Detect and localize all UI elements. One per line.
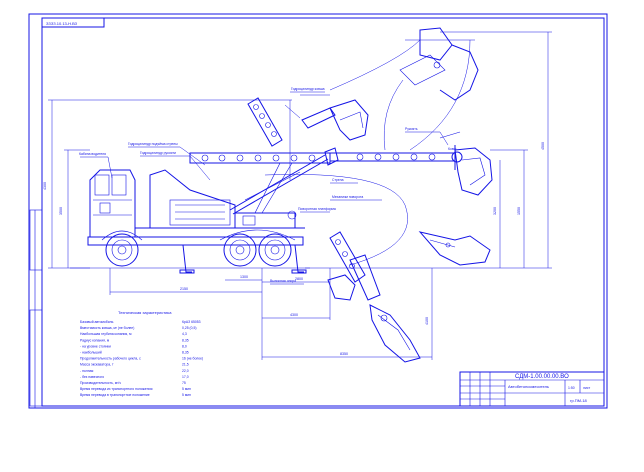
spec-table: Техническая характеристика Базовый автом… <box>80 310 203 397</box>
dim-bottom-mid: 4300 <box>290 313 298 317</box>
spec-row-label: Время перевода из транспортного положени… <box>80 387 153 391</box>
spec-row-value: 21,5 <box>182 363 189 367</box>
spec-row-value: 22,0 <box>182 369 189 373</box>
bucket-top-right <box>399 27 479 101</box>
title-code: СДМ-1.00.00.00.ВО <box>515 374 569 380</box>
dimension-lines <box>48 31 552 360</box>
callout-cylinder-arm: Гидроцилиндр рукояти <box>140 151 176 155</box>
bucket-right-mid <box>418 231 491 266</box>
margin-cell-1 <box>29 209 43 271</box>
callout-arm: Рукоять <box>405 127 418 131</box>
spec-row-value: КрАЗ 65053 <box>182 320 201 324</box>
dim-vertical-lower: 4100 <box>425 317 429 325</box>
spec-row-label: - полная <box>80 369 93 373</box>
spec-row-label: Радиус копания, м <box>80 338 110 342</box>
callout-outrigger: Выносная опора <box>270 279 296 283</box>
spec-row-value: 8,35 <box>182 338 189 342</box>
spec-row-label: - без навесного <box>80 375 104 379</box>
callout-rotator: Поворотная платформа <box>298 207 336 211</box>
stamp-text: ЗЗЗЗ.10.13-Н.ВЗ <box>46 21 78 26</box>
spec-row-value: 4,3 <box>182 332 187 336</box>
title-block: СДМ-1.00.00.00.ВО Автобетоносмеситель 1:… <box>459 371 605 407</box>
spec-row-label: Базовый автомобиль <box>80 320 114 324</box>
spec-row-value: 5 мин <box>182 393 191 397</box>
callout-slew: Механизм поворота <box>332 195 363 199</box>
callout-boom: Стрела <box>332 178 344 182</box>
margin-cell-2 <box>29 309 43 407</box>
spec-row-value: 5 мин <box>182 387 191 391</box>
title-org: гр.ПМ-18 <box>570 398 588 403</box>
title-sheet: лист <box>583 386 591 390</box>
spec-row-label: Вместимость ковша, м³ (не более) <box>80 326 134 330</box>
spec-row-label: - на уровне стоянки <box>80 344 111 348</box>
title-mass: 1:50 <box>568 386 575 390</box>
outer-frame <box>28 13 608 409</box>
spec-row-label: Наибольшая глубина копания, м <box>80 332 132 336</box>
dim-bottom-small: 1300 <box>240 275 248 279</box>
spec-row-value: 75 <box>182 381 186 385</box>
dim-total-height: 4300 <box>43 182 47 190</box>
dim-right-h1: 1550 <box>517 207 521 215</box>
callout-cab: Кабина водителя <box>79 152 106 156</box>
spec-row-value: 16 (не более) <box>182 357 203 361</box>
spec-row-value: 8,35 <box>182 351 189 355</box>
spec-row-value: 0,25 (0,5) <box>182 326 197 330</box>
callout-cylinder-boom: Гидроцилиндр подъёма стрелы <box>128 142 178 146</box>
dim-bottom-main: 2150 <box>180 287 188 291</box>
swing-arcs <box>264 39 471 266</box>
spec-row-value: 17,0 <box>182 375 189 379</box>
dim-right-lower: 3200 <box>493 207 497 215</box>
spec-row-value: 8,0 <box>182 344 187 348</box>
bucket-right-end <box>439 131 493 196</box>
spec-title: Техническая характеристика <box>118 310 172 315</box>
dim-right-h2: 4500 <box>541 142 545 150</box>
spec-row-label: - наибольший <box>80 351 102 355</box>
callout-bucket: Ковш <box>448 147 457 151</box>
truck <box>70 169 310 274</box>
spec-row-label: Время перевода в транспортное положение <box>80 393 150 397</box>
spec-row-label: Масса экскаватора, т <box>80 363 114 367</box>
callout-leaders <box>80 91 449 285</box>
title-name: Автобетоносмеситель <box>508 384 549 389</box>
spec-row-label: Продолжительность рабочего цикла, с <box>80 357 141 361</box>
callout-bucket-cyl: Гидроцилиндр ковша <box>291 87 325 91</box>
dim-bottom-long: 2800 <box>295 277 303 281</box>
stamp-box <box>41 17 105 28</box>
boom-raised-upper <box>247 94 369 180</box>
arm-lowered <box>327 231 421 363</box>
dim-cab-height: 3500 <box>59 207 63 215</box>
dim-bottom-full: 8350 <box>340 352 348 356</box>
spec-row-label: Производительность, м³/ч <box>80 381 121 385</box>
